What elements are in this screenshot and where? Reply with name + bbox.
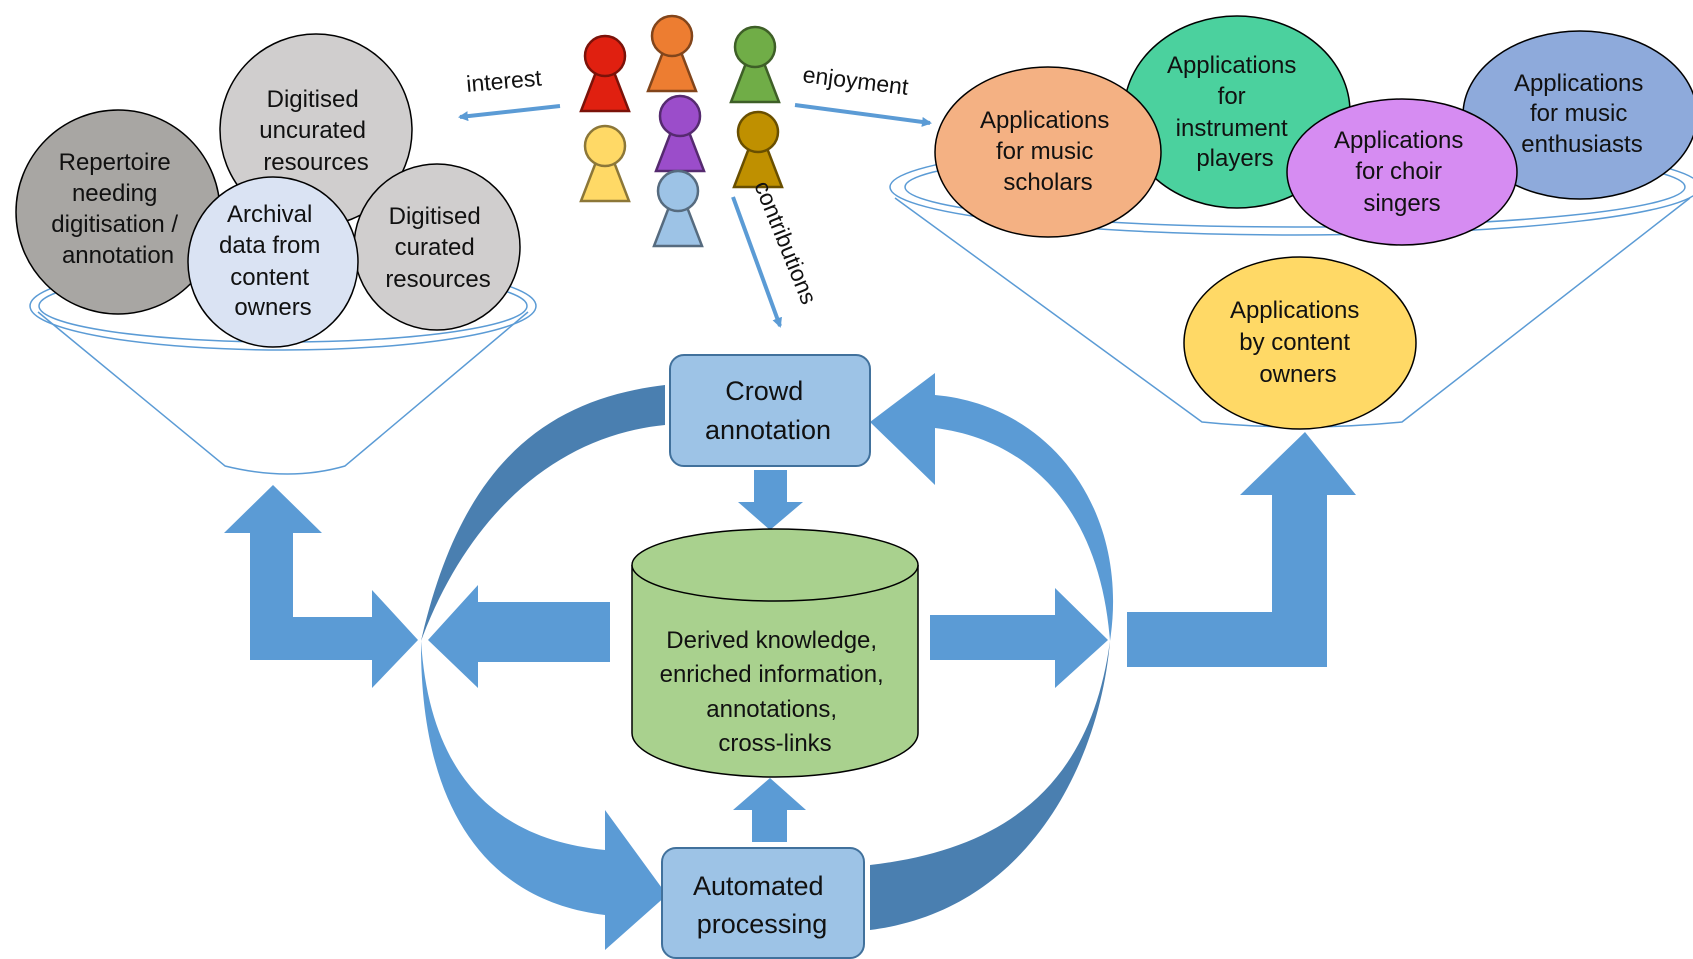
knowledge-line: enriched information, [660,661,884,688]
app-content-owners-line: Applications [1230,297,1359,324]
app-instrument-line: for [1218,83,1246,110]
arrow-knowledge-to-right [930,588,1108,688]
uncurated-line: resources [263,149,368,176]
person-icon [729,25,781,104]
cycle-arrow-top-right [870,373,1114,641]
app-scholars-line: for music [996,138,1093,165]
app-instrument-line: players [1196,145,1273,172]
person-icon [654,94,706,173]
app-enthusiasts-ellipse: Applications for music enthusiasts [1462,30,1693,200]
person-head [650,14,694,58]
uncurated-line: uncurated [259,117,366,144]
repertoire-line: needing [72,180,157,207]
crowd-annotation-line: Crowd [725,376,803,406]
automated-processing-label: Automated processing [693,871,831,939]
person-head [583,124,627,168]
person-body [729,61,781,104]
arrow-crowd-to-knowledge [738,470,803,530]
archival-line: owners [234,294,311,321]
automated-processing-line: Automated [693,871,824,901]
left-funnel-body [37,311,529,475]
crowd-of-people [579,14,784,248]
person-head [658,94,702,138]
arrow-processing-to-knowledge [733,778,806,842]
automated-processing-box: Automated processing [661,847,865,959]
repertoire-label: Repertoire needing digitisation / annota… [51,149,184,269]
archival-line: data from [219,232,320,259]
knowledge-line: annotations, [706,696,837,723]
curated-circle: Digitised curated resources [353,163,521,331]
app-choir-ellipse: Applications for choir singers [1286,98,1518,246]
app-choir-line: for choir [1355,158,1442,185]
arrow-knowledge-to-left [428,585,610,688]
knowledge-line: Derived knowledge, [666,627,877,654]
repertoire-line: annotation [62,242,174,269]
app-content-owners-ellipse: Applications by content owners [1183,256,1417,430]
person-body [652,205,704,248]
repertoire-line: Repertoire [59,149,171,176]
app-choir-line: Applications [1334,127,1463,154]
person-body [646,50,698,93]
app-content-owners-line: owners [1259,361,1336,388]
automated-processing-line: processing [697,909,828,939]
app-enthusiasts-line: Applications [1514,70,1643,97]
cycle-arrow-top-left [421,385,665,641]
app-scholars-line: scholars [1003,169,1092,196]
knowledge-database: Derived knowledge, enriched information,… [631,528,919,778]
person-icon [732,110,784,189]
contributions-arrow [731,196,782,328]
app-content-owners-label: Applications by content owners [1230,297,1366,388]
person-body [654,130,706,173]
contributions-label: contributions [749,177,822,308]
app-instrument-line: Applications [1167,52,1296,79]
crowd-annotation-line: annotation [705,415,831,445]
knowledge-database-label: Derived knowledge, enriched information,… [660,627,891,757]
person-head [583,34,627,78]
person-icon [579,124,631,203]
person-icon [646,14,698,93]
curated-line: curated [395,234,475,261]
app-enthusiasts-label: Applications for music enthusiasts [1514,70,1650,158]
archival-line: Archival [227,201,312,228]
app-enthusiasts-line: for music [1530,100,1627,127]
interest-arrow [458,104,561,122]
person-icon [652,169,704,248]
uncurated-label: Digitised uncurated resources [259,86,372,176]
app-content-owners-line: by content [1239,329,1350,356]
curated-line: Digitised [389,203,481,230]
enjoyment-arrow [794,103,932,127]
interest-label: interest [465,64,543,97]
repertoire-line: digitisation / [51,211,178,238]
app-enthusiasts-line: enthusiasts [1521,131,1642,158]
app-scholars-line: Applications [980,107,1109,134]
app-scholars-label: Applications for music scholars [980,107,1116,196]
enjoyment-label: enjoyment [801,61,910,100]
cycle-arrow-bottom-left [420,641,667,950]
person-icon [579,34,631,113]
person-body [579,160,631,203]
archival-label: Archival data from content owners [219,201,327,321]
app-scholars-ellipse: Applications for music scholars [934,66,1162,238]
archival-circle: Archival data from content owners [187,176,359,348]
app-choir-line: singers [1363,190,1440,217]
knowledge-line: cross-links [718,730,831,757]
archival-line: content [230,264,309,291]
app-instrument-label: Applications for instrument players [1167,52,1303,172]
crowd-annotation-label: Crowd annotation [705,376,831,445]
arrow-to-left-funnel [224,485,418,688]
app-choir-label: Applications for choir singers [1334,127,1470,217]
app-instrument-line: instrument [1176,115,1288,142]
crowd-annotation-box: Crowd annotation [669,354,871,467]
person-body [579,70,631,113]
uncurated-line: Digitised [267,86,359,113]
arrow-to-right-funnel [1127,432,1356,667]
person-head [656,169,700,213]
curated-label: Digitised curated resources [385,203,490,293]
repertoire-circle: Repertoire needing digitisation / annota… [15,109,221,315]
cycle-arrow-bottom-right [870,641,1110,930]
person-head [736,110,780,154]
curated-line: resources [385,266,490,293]
person-head [733,25,777,69]
